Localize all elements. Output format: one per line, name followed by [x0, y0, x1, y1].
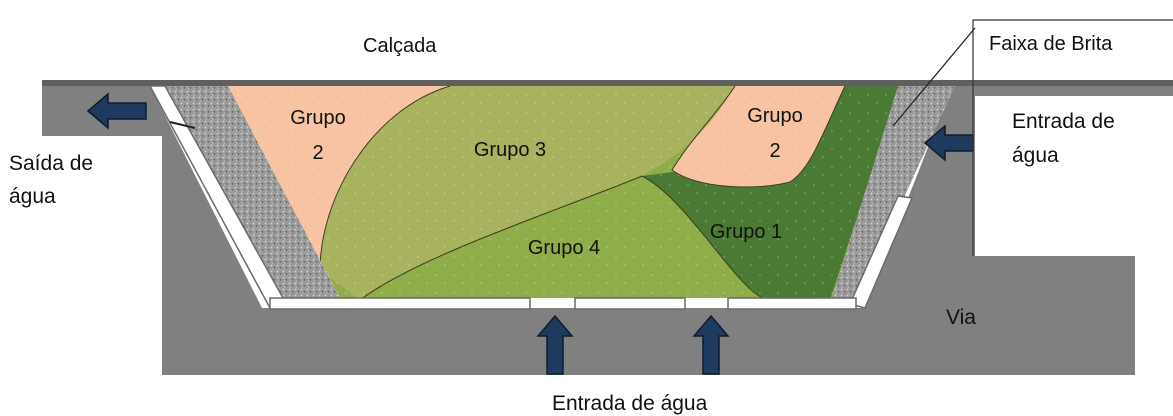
gravel-strip-left	[165, 86, 340, 298]
label-entrada-direita-1: Entrada de	[1012, 110, 1115, 133]
curb-bottom-1	[269, 297, 531, 310]
outlet-pipe	[169, 121, 196, 129]
label-grupo2-right-1: Grupo	[747, 105, 803, 127]
label-grupo2-right-2: 2	[769, 140, 780, 162]
label-faixa-brita: Faixa de Brita	[989, 33, 1113, 55]
curb-bottom-2	[574, 297, 686, 310]
label-via: Via	[946, 306, 976, 329]
callout-leader	[892, 27, 976, 127]
label-entrada-direita-2: água	[1012, 144, 1059, 167]
curb-bottom-3	[727, 297, 857, 310]
callout-box	[972, 19, 1173, 256]
label-entrada-inferior: Entrada de água	[552, 392, 708, 415]
label-calcada: Calçada	[363, 35, 437, 57]
curb-right	[848, 195, 914, 309]
label-grupo2-left-1: Grupo	[290, 107, 346, 129]
label-grupo1: Grupo 1	[710, 221, 782, 243]
label-grupo4: Grupo 4	[528, 237, 600, 259]
sidewalk-top-line	[42, 80, 1173, 86]
arrow-inlet-bottom-right-icon	[692, 314, 730, 375]
label-saida-2: água	[9, 185, 56, 208]
label-grupo2-left-2: 2	[312, 142, 323, 164]
arrow-outlet-left-icon	[86, 92, 147, 130]
label-saida-1: Saída de	[9, 152, 93, 175]
label-grupo3: Grupo 3	[474, 139, 546, 161]
arrow-inlet-bottom-left-icon	[536, 314, 574, 375]
